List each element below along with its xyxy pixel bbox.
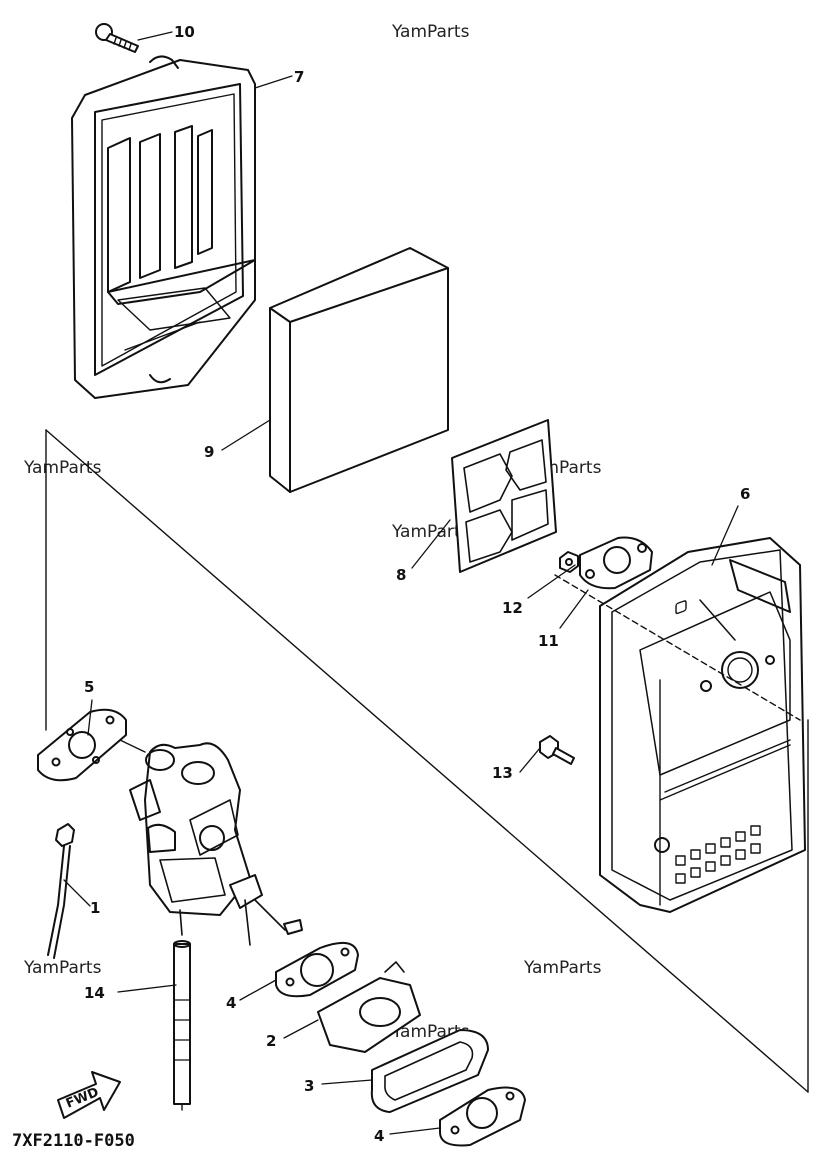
gasket-part-5 xyxy=(37,708,127,782)
carburetor-assembly xyxy=(129,742,303,946)
callout-2: 2 xyxy=(266,1032,276,1050)
drain-pipe-part-14 xyxy=(173,940,191,1105)
gasket-part-8 xyxy=(451,419,557,573)
fwd-arrow-icon xyxy=(57,1071,121,1119)
leader-lines xyxy=(63,31,739,1135)
callout-11: 11 xyxy=(538,632,559,650)
callout-13: 13 xyxy=(492,764,513,782)
wire-part-1 xyxy=(47,823,75,959)
foam-element-part-9 xyxy=(269,247,449,493)
gasket-part-4-upper xyxy=(275,941,359,998)
watermark-center: YamParts xyxy=(392,522,470,542)
gasket-part-11 xyxy=(579,536,653,590)
callout-10: 10 xyxy=(174,23,195,41)
air-cleaner-cover-part-7 xyxy=(71,55,256,399)
diagram-reference-code: 7XF2110-F050 xyxy=(12,1131,135,1151)
joint-boot-part-3 xyxy=(370,1029,489,1113)
watermark-top: YamParts xyxy=(392,22,470,42)
callout-1: 1 xyxy=(90,899,100,917)
screw-part-10 xyxy=(95,23,139,53)
callout-4-upper: 4 xyxy=(226,994,236,1012)
bolt-part-13 xyxy=(539,735,575,765)
gasket-part-4-lower xyxy=(439,1086,526,1147)
callout-8: 8 xyxy=(396,566,406,584)
callout-3: 3 xyxy=(304,1077,314,1095)
nut-part-12 xyxy=(559,551,579,573)
watermark-left-upper: YamParts xyxy=(24,458,102,478)
callout-7: 7 xyxy=(294,68,304,86)
callout-5: 5 xyxy=(84,678,94,696)
assembly-lines xyxy=(45,429,809,1111)
callout-4-lower: 4 xyxy=(374,1127,384,1145)
air-cleaner-case-part-6 xyxy=(599,537,806,913)
callout-12: 12 xyxy=(502,599,523,617)
watermark-right-lower: YamParts xyxy=(524,958,602,978)
insulator-joint-part-2 xyxy=(317,961,421,1053)
watermark-left-lower: YamParts xyxy=(24,958,102,978)
callout-9: 9 xyxy=(204,443,214,461)
callout-6: 6 xyxy=(740,485,750,503)
callout-14: 14 xyxy=(84,984,105,1002)
